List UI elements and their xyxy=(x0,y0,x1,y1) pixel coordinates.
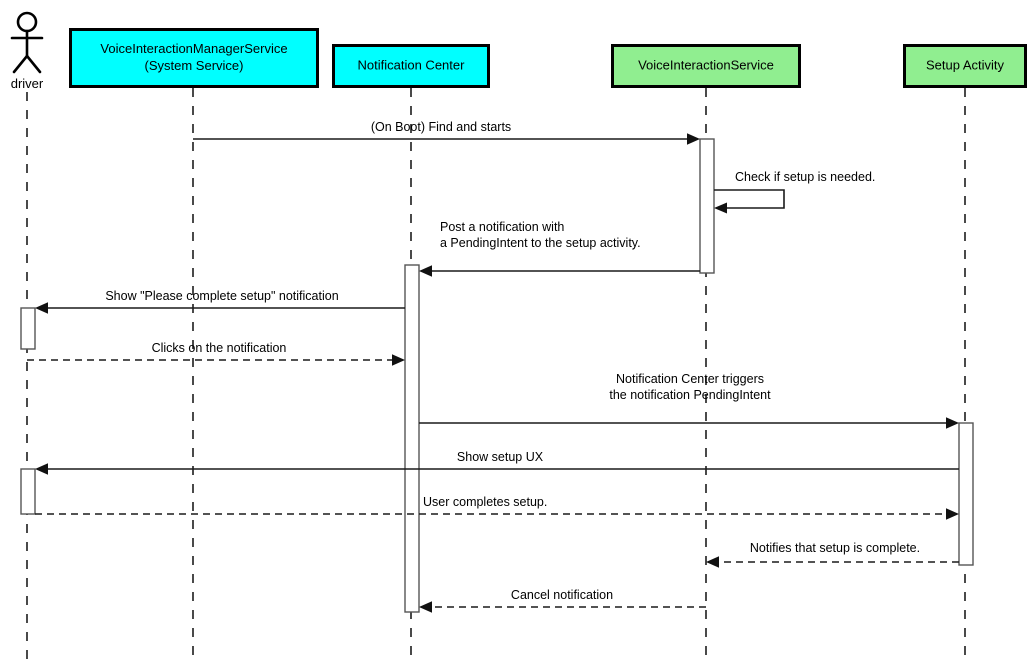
message-label-m5: Clicks on the notification xyxy=(152,341,287,355)
message-arrowhead-m10 xyxy=(419,601,432,613)
message-line-m2 xyxy=(714,189,785,209)
message-label-m9: Notifies that setup is complete. xyxy=(750,541,920,555)
message-m6: Notification Center triggers the notifica… xyxy=(419,372,959,429)
activations-group xyxy=(20,138,974,613)
message-m2: Check if setup is needed. xyxy=(714,170,875,214)
message-label-m10: Cancel notification xyxy=(511,588,613,602)
message-m7: Show setup UX xyxy=(35,450,959,475)
message-arrowhead-m8 xyxy=(946,508,959,520)
message-label-m3: a PendingIntent to the setup activity. xyxy=(440,236,641,250)
message-arrowhead-m3 xyxy=(419,265,432,277)
participant-label-vis: VoiceInteractionService xyxy=(638,57,774,72)
participant-label-vims: (System Service) xyxy=(145,58,244,73)
message-label-m2: Check if setup is needed. xyxy=(735,170,875,184)
message-label-m3: Post a notification with xyxy=(440,220,564,234)
participant-label-vims: VoiceInteractionManagerService xyxy=(100,41,287,56)
actor-driver: driver xyxy=(10,11,44,91)
message-arrowhead-m2 xyxy=(714,202,727,214)
message-arrowhead-m1 xyxy=(687,133,700,145)
message-label-m8: User completes setup. xyxy=(423,495,547,509)
message-m8: User completes setup. xyxy=(35,495,959,520)
activation-bar-driver xyxy=(20,307,36,350)
message-arrowhead-m4 xyxy=(35,302,48,314)
message-m4: Show "Please complete setup" notificatio… xyxy=(35,289,405,314)
activation-bar-notification_center xyxy=(404,264,420,613)
message-m1: (On Boot) Find and starts xyxy=(193,120,700,145)
activation-bar-setup_activity xyxy=(958,422,974,566)
message-m10: Cancel notification xyxy=(419,588,706,613)
message-arrowhead-m9 xyxy=(706,556,719,568)
message-m9: Notifies that setup is complete. xyxy=(706,541,959,568)
participant-box-setup_activity[interactable]: Setup Activity xyxy=(903,44,1027,88)
message-label-m6: the notification PendingIntent xyxy=(609,388,771,402)
message-label-m7: Show setup UX xyxy=(457,450,544,464)
message-label-m6: Notification Center triggers xyxy=(616,372,764,386)
activation-bar-driver xyxy=(20,468,36,515)
participant-label-notification_center: Notification Center xyxy=(358,57,466,72)
message-arrowhead-m5 xyxy=(392,354,405,366)
message-arrowhead-m6 xyxy=(946,417,959,429)
participant-box-vis[interactable]: VoiceInteractionService xyxy=(611,44,801,88)
message-m3: Post a notification with a PendingIntent … xyxy=(419,220,700,277)
participant-box-notification_center[interactable]: Notification Center xyxy=(332,44,490,88)
activation-bar-vis xyxy=(699,138,715,274)
participant-heads-group: driver VoiceInteractionManagerService (Sys… xyxy=(10,11,1027,91)
message-arrowhead-m7 xyxy=(35,463,48,475)
actor-label-driver: driver xyxy=(11,76,44,91)
message-label-m1: (On Boot) Find and starts xyxy=(371,120,511,134)
participant-box-vims[interactable]: VoiceInteractionManagerService (System Se… xyxy=(69,28,319,88)
message-label-m4: Show "Please complete setup" notificatio… xyxy=(105,289,338,303)
participant-label-setup_activity: Setup Activity xyxy=(926,57,1005,72)
message-m5: Clicks on the notification xyxy=(27,341,405,366)
